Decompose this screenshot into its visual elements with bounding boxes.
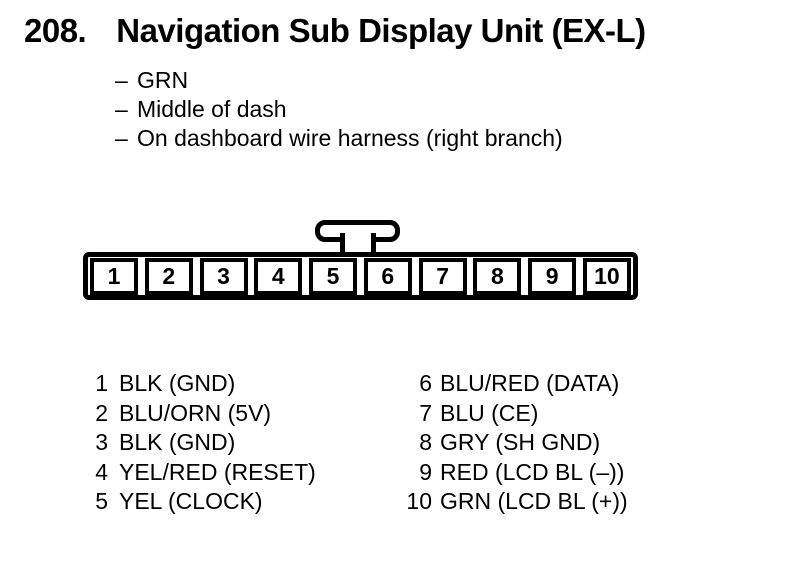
detail-text: Middle of dash (137, 96, 287, 122)
legend-pin-number: 8 (419, 429, 432, 455)
pin-cell: 3 (199, 257, 248, 295)
detail-list: – GRN – Middle of dash – On dashboard wi… (115, 66, 563, 153)
section-title: Navigation Sub Display Unit (EX-L) (116, 12, 646, 49)
dash-marker: – (115, 125, 128, 151)
legend-pin-label: BLU/ORN (5V) (119, 399, 272, 426)
legend-pin-label: GRN (LCD BL (+)) (440, 488, 628, 514)
legend-row: 5 YEL (CLOCK) (85, 487, 316, 517)
legend-pin-label: GRY (SH GND) (440, 429, 601, 455)
legend-row: 1 BLK (GND) (85, 369, 316, 399)
connector-lock-tab-stem-icon (340, 233, 376, 252)
legend-row: 9 RED (LCD BL (–)) (402, 458, 628, 488)
pin-cell: 8 (473, 257, 522, 295)
pin-cell: 6 (363, 257, 412, 295)
legend-pin-number: 6 (419, 370, 432, 396)
legend-pin-number: 9 (419, 458, 432, 485)
legend-row: 4 YEL/RED (RESET) (85, 458, 316, 488)
legend-pin-number: 2 (95, 399, 108, 426)
list-item: – Middle of dash (115, 95, 563, 124)
legend-row: 2 BLU/ORN (5V) (85, 399, 316, 429)
legend-row: 3 BLK (GND) (85, 428, 316, 458)
pin-cell: 4 (254, 257, 303, 295)
legend-row: 8 GRY (SH GND) (402, 428, 628, 458)
legend-row: 7 BLU (CE) (402, 399, 628, 429)
pin-cell: 1 (90, 257, 138, 295)
legend-pin-number: 7 (419, 399, 432, 426)
dash-marker: – (115, 67, 128, 93)
legend-pin-label: YEL/RED (RESET) (119, 458, 316, 485)
page-title: 208. Navigation Sub Display Unit (EX-L) (24, 12, 646, 50)
list-item: – On dashboard wire harness (right branc… (115, 124, 563, 153)
pin-cell: 10 (582, 257, 631, 295)
pin-cell: 7 (418, 257, 467, 295)
legend-pin-label: BLU/RED (DATA) (440, 370, 620, 396)
legend-row: 6 BLU/RED (DATA) (402, 369, 628, 399)
dash-marker: – (115, 96, 128, 122)
legend-pin-number: 3 (95, 429, 108, 455)
legend-pin-number: 4 (95, 458, 108, 485)
legend-pin-label: BLU (CE) (440, 399, 539, 426)
legend-pin-label: YEL (CLOCK) (119, 488, 263, 514)
detail-text: On dashboard wire harness (right branch) (137, 125, 563, 151)
pin-cell: 2 (144, 257, 193, 295)
detail-text: GRN (137, 67, 189, 93)
pin-legend-right: 6 BLU/RED (DATA) 7 BLU (CE) 8 GRY (SH GN… (402, 369, 628, 517)
legend-pin-number: 5 (95, 488, 108, 514)
legend-pin-label: BLK (GND) (119, 370, 236, 396)
pin-cell: 9 (528, 257, 577, 295)
list-item: – GRN (115, 66, 563, 95)
connector-body: 1 2 3 4 5 6 7 8 9 10 (83, 252, 638, 300)
section-number: 208. (24, 12, 87, 49)
pin-cell: 5 (309, 257, 358, 295)
legend-pin-number: 10 (406, 488, 432, 514)
pin-legend-left: 1 BLK (GND) 2 BLU/ORN (5V) 3 BLK (GND) 4… (85, 369, 316, 517)
legend-pin-label: BLK (GND) (119, 429, 236, 455)
legend-pin-number: 1 (95, 370, 108, 396)
legend-pin-label: RED (LCD BL (–)) (440, 458, 625, 485)
legend-row: 10 GRN (LCD BL (+)) (402, 487, 628, 517)
